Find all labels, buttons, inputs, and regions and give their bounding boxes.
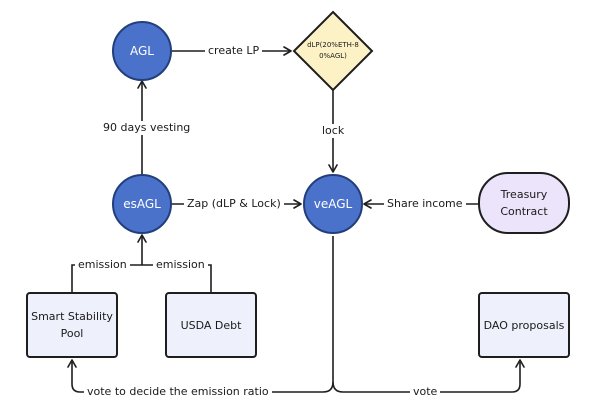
edge-vote-dao [332,359,525,393]
agl-node-label: AGL [130,44,154,58]
emission-left-label: emission [75,258,130,272]
dao-proposals-node: DAO proposals [478,292,570,358]
veagl-node: veAGL [303,174,363,234]
vote-emission-label: vote to decide the emission ratio [84,385,272,399]
esagl-node: esAGL [112,174,172,234]
smart-stability-pool-label: Smart Stability Pool [31,310,113,340]
zap-label: Zap (dLP & Lock) [184,197,284,211]
emission-right-label: emission [153,258,208,272]
veagl-node-label: veAGL [313,197,353,211]
smart-stability-pool-node: Smart Stability Pool [26,292,118,358]
share-income-label: Share income [384,197,466,211]
esagl-node-label: esAGL [123,197,161,211]
dao-proposals-label: DAO proposals [483,318,565,332]
treasury-contract-node: Treasury Contract [478,172,570,234]
create-lp-label: create LP [205,44,263,58]
usda-debt-label: USDA Debt [180,318,242,332]
vote-label: vote [410,385,441,399]
usda-debt-node: USDA Debt [165,292,257,358]
dlp-node-label: dLP(20%ETH-80%AGL) [307,41,359,60]
vesting-label: 90 days vesting [100,121,194,135]
agl-node: AGL [112,21,172,81]
treasury-contract-label: Treasury Contract [500,188,548,218]
lock-label: lock [319,124,348,138]
